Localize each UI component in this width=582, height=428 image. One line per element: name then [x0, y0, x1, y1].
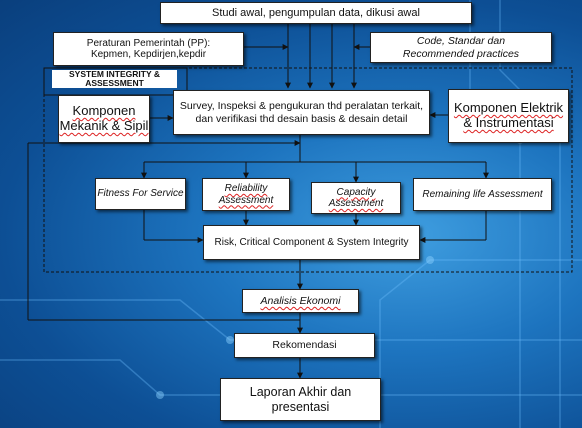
komponen-elektrik-text: Komponen Elektrik & Instrumentasi [453, 100, 564, 130]
fitness-for-service-text: Fitness For Service [97, 188, 184, 200]
studi-awal-box: Studi awal, pengumpulan data, dikusi awa… [160, 2, 472, 24]
rekomendasi-text: Rekomendasi [272, 339, 337, 352]
reliability-assessment-box: Reliability Assessment [202, 178, 290, 211]
risk-critical-text: Risk, Critical Component & System Integr… [214, 236, 409, 248]
code-standar-box: Code, Standar dan Recommended practices [370, 32, 552, 63]
remaining-life-box: Remaining life Assessment [413, 178, 552, 211]
fitness-for-service-box: Fitness For Service [95, 178, 186, 210]
rekomendasi-box: Rekomendasi [234, 333, 375, 358]
code-standar-line1: Code, Standar dan [416, 35, 506, 48]
analisis-ekonomi-text: Analisis Ekonomi [260, 294, 341, 307]
komponen-elektrik-box: Komponen Elektrik & Instrumentasi [448, 89, 569, 143]
capacity-assessment-box: Capacity Assessment [311, 182, 401, 214]
komponen-mekanik-box: Komponen Mekanik & Sipil [58, 95, 150, 143]
peraturan-box: Peraturan Pemerintah (PP): Kepmen, Kepdi… [53, 32, 244, 66]
survey-box: Survey, Inspeksi & pengukuran thd perala… [173, 90, 430, 135]
capacity-assessment-text: Capacity Assessment [328, 186, 384, 210]
studi-awal-text: Studi awal, pengumpulan data, dikusi awa… [212, 6, 420, 19]
system-integrity-label: SYSTEM INTEGRITY & ASSESSMENT [52, 70, 177, 88]
code-standar-line2: Recommended practices [402, 47, 520, 60]
analisis-ekonomi-box: Analisis Ekonomi [242, 289, 359, 313]
komponen-mekanik-text: Komponen Mekanik & Sipil [59, 103, 149, 133]
peraturan-text: Peraturan Pemerintah (PP): Kepmen, Kepdi… [86, 37, 211, 61]
risk-critical-box: Risk, Critical Component & System Integr… [203, 225, 420, 260]
remaining-life-text: Remaining life Assessment [422, 188, 543, 200]
laporan-akhir-text: Laporan Akhir dan presentasi [249, 385, 352, 414]
laporan-akhir-box: Laporan Akhir dan presentasi [220, 378, 381, 421]
reliability-assessment-text: Reliability Assessment [218, 183, 274, 206]
survey-text: Survey, Inspeksi & pengukuran thd perala… [179, 100, 424, 125]
